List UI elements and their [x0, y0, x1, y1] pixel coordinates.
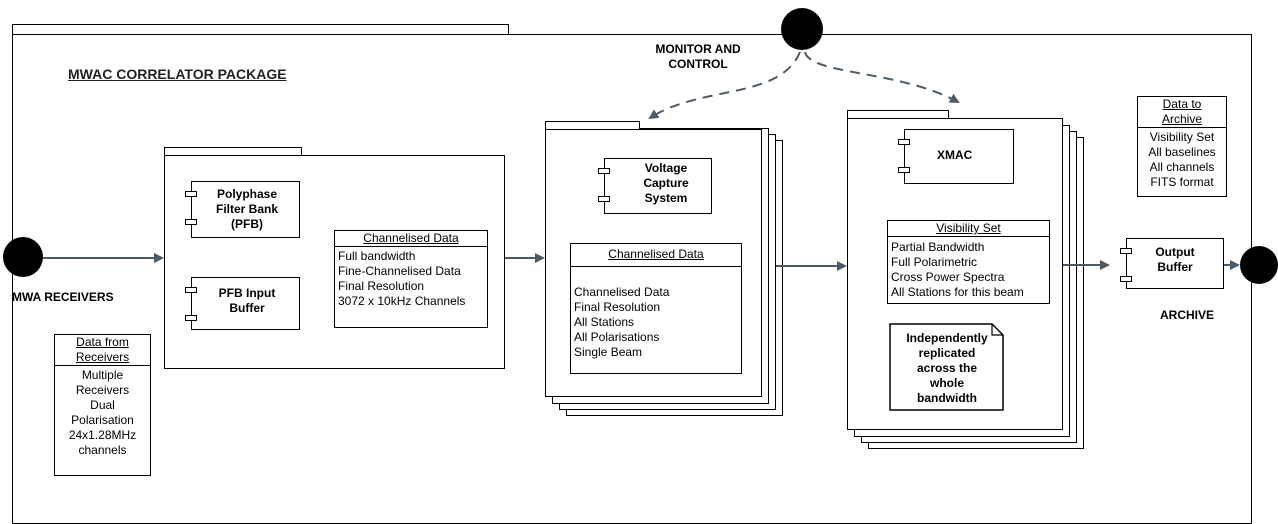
xmac-component: XMAC [904, 129, 1014, 184]
output-buffer-line2: Buffer [1157, 260, 1193, 274]
replication-note-line: bandwidth [917, 391, 977, 405]
xmac-package-tab [847, 110, 949, 120]
voltage-capture-line3: System [644, 191, 688, 205]
component-icon [898, 167, 910, 173]
component-icon [1120, 276, 1132, 282]
outer-package-tab [12, 24, 509, 36]
data-from-receivers-body: Multiple Receivers Dual Polarisation 24x… [55, 366, 150, 458]
pfb-channelised-line: Fine-Channelised Data [338, 264, 461, 278]
voltage-capture-line1: Voltage [644, 161, 688, 175]
voltage-capture-component: Voltage Capture System [604, 158, 712, 214]
package-title: MWAC CORRELATOR PACKAGE [68, 66, 287, 82]
monitor-to-beam-arrow [648, 51, 801, 120]
pfb-input-buffer-component: PFB Input Buffer [191, 277, 300, 330]
polyphase-line2: Filter Bank [215, 202, 278, 216]
data-from-receivers-title-line1: Data from [76, 335, 129, 349]
data-to-archive-line: Visibility Set [1149, 130, 1215, 144]
component-icon [598, 168, 610, 174]
beam-channelised-line: All Polarisations [574, 330, 660, 344]
archive-label: ARCHIVE [1160, 308, 1215, 322]
beam-channelised-line: All Stations [574, 315, 635, 329]
data-to-archive-line: All baselines [1148, 145, 1216, 159]
receivers-label: MWA RECEIVERS [12, 290, 114, 304]
monitor-label-line1: MONITOR AND [655, 42, 741, 56]
beam-channelised-line: Single Beam [574, 345, 643, 359]
data-from-receivers-title: Data from Receivers [55, 335, 150, 366]
data-to-archive-title: Data to Archive [1138, 97, 1226, 128]
beam-channelised-body: Channelised Data Final Resolution All St… [571, 267, 741, 360]
output-buffer-component: Output Buffer [1126, 238, 1224, 289]
component-icon [185, 315, 197, 321]
archive-node [1240, 246, 1278, 284]
visibility-set-line: Full Polarimetric [891, 255, 978, 269]
replication-note-shape [889, 323, 1004, 411]
component-icon [598, 196, 610, 202]
pfb-channelised-line: Full bandwidth [338, 249, 416, 263]
monitor-control-label: MONITOR AND CONTROL [638, 42, 758, 72]
visibility-set-line: All Stations for this beam [891, 285, 1024, 299]
polyphase-line1: Polyphase [216, 187, 278, 201]
beam-channelised-line: Final Resolution [574, 300, 661, 314]
pfb-channelised-body: Full bandwidth Fine-Channelised Data Fin… [335, 247, 487, 309]
output-buffer-line1: Output [1155, 245, 1195, 259]
monitor-label-line2: CONTROL [668, 57, 728, 71]
replication-note-line: across the [916, 361, 978, 375]
beam-channelised-title: Channelised Data [571, 244, 741, 267]
data-from-receivers-line: Receivers [75, 383, 130, 397]
polyphase-filter-bank-component: Polyphase Filter Bank (PFB) [191, 181, 300, 238]
pfb-channelised-line: 3072 x 10kHz Channels [338, 294, 466, 308]
pfb-package-tab [164, 147, 302, 157]
data-from-receivers-line: Dual [90, 398, 115, 412]
replication-note-line: whole [929, 376, 964, 390]
data-to-archive-line: FITS format [1150, 175, 1214, 189]
pfb-input-line1: PFB Input [218, 286, 276, 300]
pfb-channelised-data-object: Channelised Data Full bandwidth Fine-Cha… [334, 230, 488, 328]
pfb-input-line2: Buffer [229, 301, 265, 315]
connector-layer [43, 51, 1240, 271]
visibility-set-object: Visibility Set Partial Bandwidth Full Po… [887, 220, 1050, 304]
voltage-capture-label: Voltage Capture System [621, 161, 711, 206]
polyphase-line3: (PFB) [231, 217, 263, 231]
data-from-receivers-title-line2: Receivers [75, 350, 130, 364]
beam-channelised-line: Channelised Data [574, 285, 670, 299]
replication-note-line: replicated [918, 346, 976, 360]
data-to-archive-title-line1: Data to [1162, 97, 1202, 111]
data-to-archive-title-line2: Archive [1161, 112, 1202, 126]
visibility-set-body: Partial Bandwidth Full Polarimetric Cros… [888, 237, 1049, 300]
component-icon [898, 139, 910, 145]
pfb-channelised-title: Channelised Data [335, 231, 487, 247]
beam-package-tab [545, 121, 640, 131]
polyphase-label: Polyphase Filter Bank (PFB) [202, 187, 292, 232]
replication-note-text: Independently replicated across the whol… [893, 331, 1001, 406]
voltage-capture-line2: Capture [643, 176, 689, 190]
component-icon [1120, 248, 1132, 254]
output-buffer-label: Output Buffer [1135, 245, 1215, 275]
component-icon [185, 219, 197, 225]
visibility-set-title: Visibility Set [888, 221, 1049, 237]
xmac-label: XMAC [937, 148, 973, 162]
component-icon [185, 191, 197, 197]
diagram-canvas: MWAC CORRELATOR PACKAGE MONITOR AND CONT… [3, 8, 1278, 524]
pfb-input-label: PFB Input Buffer [202, 286, 292, 316]
data-to-archive-note: Data to Archive Visibility Set All basel… [1137, 96, 1227, 197]
data-from-receivers-line: 24x1.28MHz [68, 428, 137, 442]
data-to-archive-line: All channels [1149, 160, 1215, 174]
visibility-set-line: Cross Power Spectra [891, 270, 1005, 284]
data-from-receivers-note: Data from Receivers Multiple Receivers D… [54, 334, 151, 476]
monitor-to-xmac-arrow [804, 51, 960, 103]
pfb-channelised-line: Final Resolution [338, 279, 425, 293]
component-icon [185, 287, 197, 293]
replication-note-line: Independently [906, 331, 988, 345]
beam-channelised-data-object: Channelised Data Channelised Data Final … [570, 243, 742, 374]
visibility-set-line: Partial Bandwidth [891, 240, 985, 254]
data-from-receivers-line: Polarisation [71, 413, 134, 427]
receivers-node [3, 237, 43, 277]
data-from-receivers-line: channels [78, 443, 127, 457]
data-from-receivers-line: Multiple [81, 368, 124, 382]
data-to-archive-body: Visibility Set All baselines All channel… [1138, 128, 1226, 190]
monitor-control-node [781, 8, 823, 50]
